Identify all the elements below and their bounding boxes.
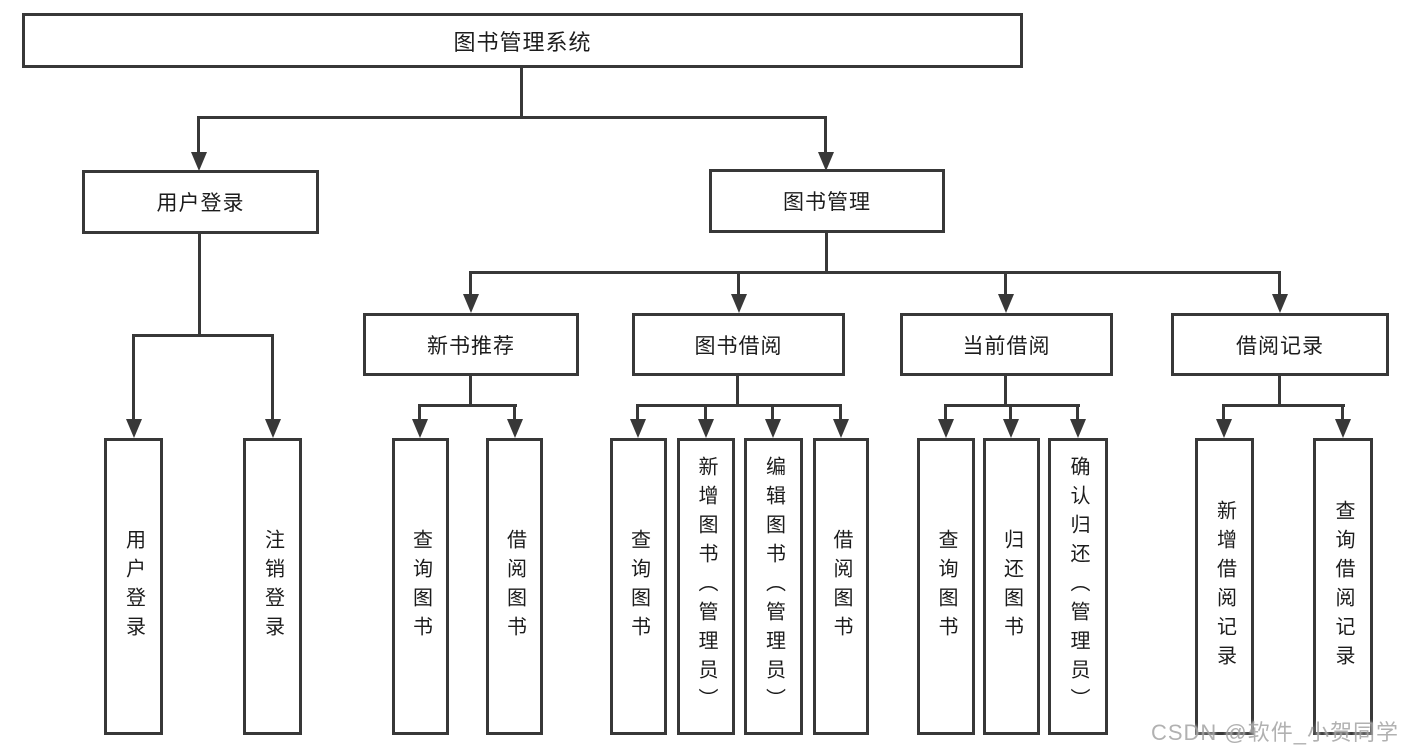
leaf-query-book-1: 查询图书 (392, 438, 449, 735)
arrowhead-down-icon (412, 419, 428, 438)
leaf-label: 编辑图书（管理员） (762, 456, 785, 717)
leaf-label: 查询借阅记录 (1332, 499, 1354, 674)
connector-borrow-drop-2 (704, 404, 707, 422)
arrowhead-down-icon (998, 294, 1014, 313)
node-label: 当前借阅 (962, 334, 1051, 358)
connector-current-rail (944, 404, 1080, 407)
arrowhead-down-icon (463, 294, 479, 313)
node-user-login: 用户登录 (82, 170, 319, 234)
arrowhead-down-icon (698, 419, 714, 438)
leaf-label: 确认归还（管理员） (1067, 456, 1089, 717)
arrowhead-down-icon (630, 419, 646, 438)
leaf-user-login: 用户登录 (104, 438, 163, 735)
connector-root-drop-right (824, 116, 827, 156)
node-label: 图书管理系统 (453, 29, 592, 55)
leaf-label: 查询图书 (627, 528, 650, 645)
arrowhead-down-icon (1335, 419, 1351, 438)
connector-bookmgmt-drop-1 (469, 271, 472, 297)
leaf-label: 用户登录 (122, 528, 145, 645)
leaf-label: 查询图书 (935, 528, 957, 645)
leaf-edit-book-admin: 编辑图书（管理员） (744, 438, 803, 735)
arrowhead-down-icon (126, 419, 142, 438)
leaf-label: 新增图书（管理员） (695, 456, 717, 717)
leaf-borrow-book-2: 借阅图书 (813, 438, 869, 735)
node-new-book-recommend: 新书推荐 (363, 313, 579, 376)
leaf-borrow-book-1: 借阅图书 (486, 438, 543, 735)
connector-bookmgmt-drop-4 (1278, 271, 1281, 297)
node-label: 借阅记录 (1236, 334, 1324, 358)
leaf-query-book-3: 查询图书 (917, 438, 975, 735)
connector-userlogin-stem (198, 232, 201, 336)
leaf-query-borrow-record: 查询借阅记录 (1313, 438, 1373, 735)
leaf-query-book-2: 查询图书 (610, 438, 667, 735)
node-book-borrow: 图书借阅 (632, 313, 845, 376)
arrowhead-down-icon (818, 152, 834, 171)
arrowhead-down-icon (507, 419, 523, 438)
connector-newbook-rail (418, 404, 517, 407)
leaf-return-book: 归还图书 (983, 438, 1040, 735)
connector-borrow-drop-1 (636, 404, 639, 422)
leaf-label: 新增借阅记录 (1213, 499, 1236, 674)
arrowhead-down-icon (765, 419, 781, 438)
connector-record-drop-1 (1222, 404, 1225, 422)
arrowhead-down-icon (938, 419, 954, 438)
connector-current-drop-2 (1009, 404, 1012, 422)
leaf-label: 借阅图书 (503, 528, 526, 645)
leaf-logout: 注销登录 (243, 438, 302, 735)
arrowhead-down-icon (1070, 419, 1086, 438)
connector-record-rail (1222, 404, 1345, 407)
leaf-label: 查询图书 (409, 528, 432, 645)
node-root-system: 图书管理系统 (22, 13, 1023, 68)
connector-record-stem (1278, 374, 1281, 407)
leaf-confirm-return-admin: 确认归还（管理员） (1048, 438, 1108, 735)
leaf-label: 注销登录 (261, 528, 284, 645)
node-current-borrow: 当前借阅 (900, 313, 1113, 376)
arrowhead-down-icon (1003, 419, 1019, 438)
leaf-label: 借阅图书 (830, 528, 852, 645)
leaf-label: 归还图书 (1000, 528, 1023, 645)
connector-bookmgmt-drop-2 (737, 271, 740, 297)
connector-bookmgmt-rail (469, 271, 1281, 274)
arrowhead-down-icon (1272, 294, 1288, 313)
connector-newbook-stem (469, 374, 472, 407)
node-label: 图书管理 (783, 191, 871, 214)
connector-borrow-stem (736, 374, 739, 407)
connector-borrow-rail (636, 404, 842, 407)
connector-root-stem (520, 66, 523, 118)
connector-newbook-drop-1 (418, 404, 421, 422)
connector-userlogin-drop-1 (132, 334, 135, 422)
connector-current-drop-1 (944, 404, 947, 422)
arrowhead-down-icon (191, 152, 207, 171)
node-label: 图书借阅 (694, 334, 783, 358)
connector-bookmgmt-stem (825, 231, 828, 273)
connector-bookmgmt-drop-3 (1004, 271, 1007, 297)
connector-current-drop-3 (1076, 404, 1079, 422)
arrowhead-down-icon (731, 294, 747, 313)
node-label: 用户登录 (156, 192, 245, 215)
arrowhead-down-icon (265, 419, 281, 438)
connector-root-drop-left (197, 116, 200, 156)
arrowhead-down-icon (833, 419, 849, 438)
node-book-management: 图书管理 (709, 169, 945, 233)
connector-root-rail (197, 116, 827, 119)
node-label: 新书推荐 (427, 334, 515, 358)
leaf-add-borrow-record: 新增借阅记录 (1195, 438, 1254, 735)
arrowhead-down-icon (1216, 419, 1232, 438)
leaf-add-book-admin: 新增图书（管理员） (677, 438, 735, 735)
connector-borrow-drop-4 (839, 404, 842, 422)
connector-record-drop-2 (1341, 404, 1344, 422)
connector-borrow-drop-3 (771, 404, 774, 422)
connector-current-stem (1004, 374, 1007, 407)
node-borrow-record: 借阅记录 (1171, 313, 1389, 376)
connector-userlogin-rail (132, 334, 274, 337)
csdn-watermark: CSDN @软件_小贺同学 (1150, 720, 1399, 745)
connector-newbook-drop-2 (513, 404, 516, 422)
connector-userlogin-drop-2 (271, 334, 274, 422)
